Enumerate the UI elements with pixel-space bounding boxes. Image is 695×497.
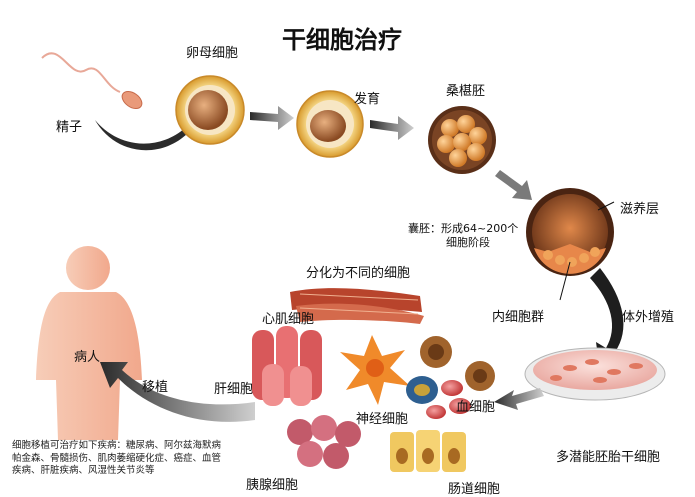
blastocyst-icon	[526, 188, 615, 301]
arrow-to-morula	[370, 116, 414, 140]
petri-dish-icon	[524, 347, 666, 401]
label-trophoblast: 滋养层	[620, 202, 660, 217]
label-blastocyst-2: 细胞阶段	[446, 236, 490, 249]
disease-note-line: 帕金森、骨髓损伤、肌肉萎缩硬化症、癌症、血管	[12, 452, 222, 464]
cardiomyocyte-icon	[252, 326, 322, 406]
pancreatic-cell-icon	[287, 415, 361, 469]
brown-cell-icon	[420, 336, 495, 391]
label-differentiate: 分化为不同的细胞	[306, 266, 411, 281]
patient-silhouette-icon	[36, 246, 142, 440]
arrow-to-dish	[590, 268, 628, 372]
muscle-fibre-icon	[290, 288, 424, 324]
label-intestinal: 肠道细胞	[448, 482, 501, 497]
disease-note-line: 疾病、肝脏疾病、风湿性关节炎等	[12, 465, 155, 476]
label-transplant: 移植	[142, 380, 169, 395]
zygote-icon	[296, 90, 364, 158]
label-patient: 病人	[74, 350, 101, 365]
sperm-icon	[41, 52, 143, 110]
label-inner-cell-mass: 内细胞群	[492, 310, 545, 325]
label-sperm: 精子	[56, 120, 83, 135]
label-blastocyst-1: 囊胚：形成64~200个	[408, 222, 519, 235]
label-blood-cell: 血细胞	[456, 400, 496, 415]
label-neuron: 神经细胞	[356, 412, 409, 427]
neuron-icon	[340, 335, 410, 405]
label-egg: 卵母细胞	[186, 46, 239, 61]
label-develop: 发育	[354, 92, 381, 107]
diagram-title: 干细胞治疗	[282, 26, 402, 54]
label-hepatocyte: 肝细胞	[214, 382, 254, 397]
morula-icon	[428, 106, 496, 174]
intestinal-cell-icon	[390, 430, 466, 472]
disease-note: 细胞移植可治疗如下疾病：糖尿病、阿尔兹海默病 帕金森、骨髓损伤、肌肉萎缩硬化症、…	[12, 440, 252, 478]
label-stem-cells: 多潜能胚胎干细胞	[556, 450, 661, 465]
egg-cell-icon	[175, 75, 245, 145]
arrow-to-cells	[494, 388, 544, 410]
disease-note-line: 细胞移植可治疗如下疾病：糖尿病、阿尔兹海默病	[12, 440, 222, 451]
arrow-to-patient	[100, 362, 255, 422]
arrow-egg-to-zygote	[250, 106, 294, 130]
label-pancreatic: 胰腺细胞	[246, 478, 299, 493]
label-cardiomyocyte: 心肌细胞	[262, 312, 315, 327]
blood-cell-icon	[406, 376, 471, 419]
label-morula: 桑椹胚	[446, 84, 486, 99]
label-in-vitro: 体外增殖	[622, 310, 675, 325]
arrow-to-blastocyst	[495, 170, 532, 200]
arrow-sperm-to-egg	[95, 120, 200, 151]
